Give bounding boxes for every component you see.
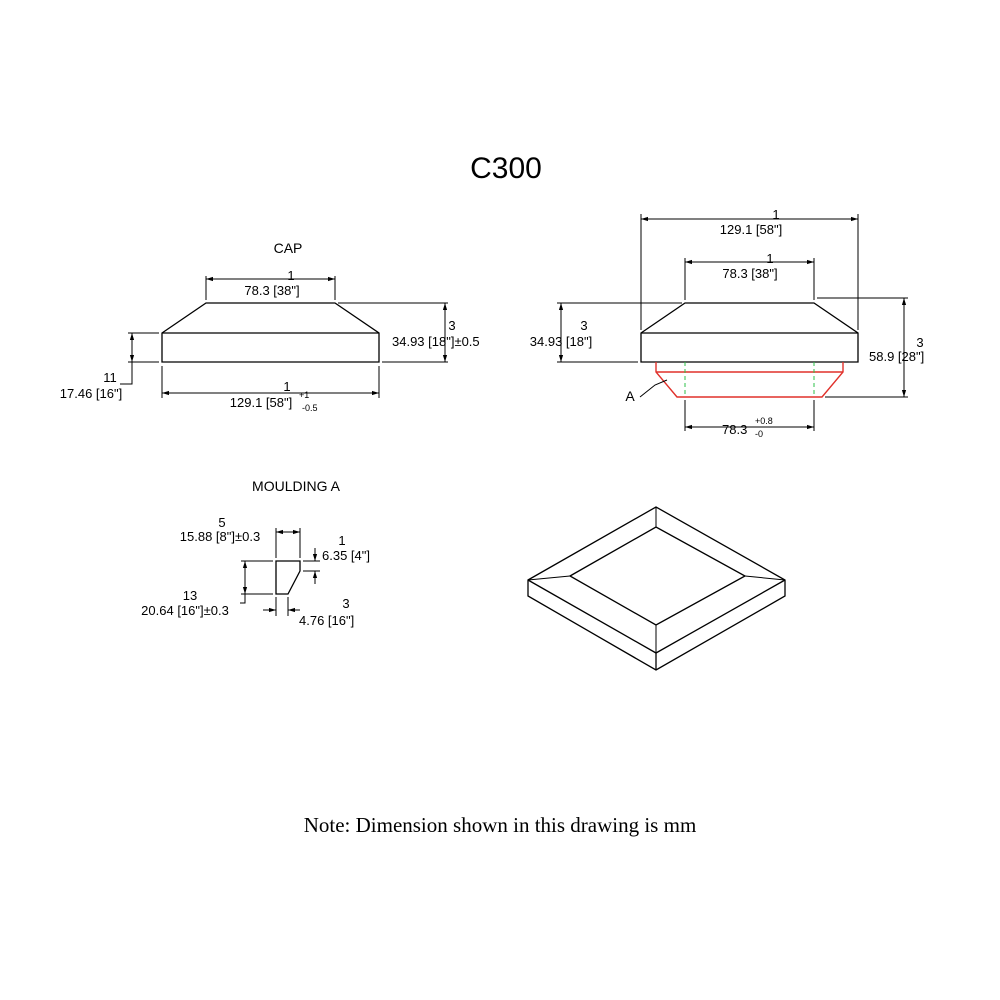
moulding-profile xyxy=(275,560,301,595)
moulding-width-value: 15.88 [8"]±0.3 xyxy=(180,529,260,544)
assembly-inner-width-value: 78.3 xyxy=(722,422,747,437)
assembly-top-width-value: 78.3 [38"] xyxy=(722,266,777,281)
cap-base-width-tol-plus: +1 xyxy=(299,390,309,400)
cap-label: CAP xyxy=(274,240,303,256)
assembly-view: 1 129.1 [58"] 1 78.3 [38"] 3 34.93 [18"]… xyxy=(530,207,924,439)
assembly-total-height-frac: 3 xyxy=(916,335,923,350)
units-note: Note: Dimension shown in this drawing is… xyxy=(304,813,697,837)
moulding-height-leader xyxy=(240,594,246,604)
moulding-callout-letter: A xyxy=(625,388,635,404)
moulding-label: MOULDING A xyxy=(252,478,341,494)
cap-height-frac: 3 xyxy=(448,318,455,333)
assembly-cap-height-frac: 3 xyxy=(580,318,587,333)
drawing-title: C300 xyxy=(470,152,542,185)
cap-base-width-tol-minus: -0.5 xyxy=(302,403,318,413)
assembly-inner-width-tol-minus: -0 xyxy=(755,429,763,439)
cap-top-width-frac: 1 xyxy=(287,268,294,283)
cap-top-width-value: 78.3 [38"] xyxy=(244,283,299,298)
assembly-total-height-value: 58.9 [28"] xyxy=(869,349,924,364)
iso-bevel-left xyxy=(527,575,571,581)
iso-top-edge-left xyxy=(527,579,657,654)
cap-base-height-frac: 11 xyxy=(103,370,117,385)
moulding-callout-leader xyxy=(639,379,668,398)
cap-view: CAP 1 78.3 [38"] 3 34.93 [18"]±0.5 11 17… xyxy=(60,240,480,413)
moulding-height-frac: 13 xyxy=(183,588,197,603)
moulding-thickness-value: 4.76 [16"] xyxy=(299,613,354,628)
assembly-cap-height-value: 34.93 [18"] xyxy=(530,334,592,349)
moulding-height-value: 20.64 [16"]±0.3 xyxy=(141,603,229,618)
isometric-view xyxy=(527,506,786,671)
cap-base-width-value: 129.1 [58"] xyxy=(230,395,292,410)
moulding-view: MOULDING A 5 15.88 [8"]±0.3 1 6.35 [4"] … xyxy=(141,478,370,628)
cap-base-leader xyxy=(120,362,133,385)
assembly-outer-width-frac: 1 xyxy=(772,207,779,222)
moulding-chamfer-frac: 1 xyxy=(338,533,345,548)
iso-top-edge-right xyxy=(655,579,786,654)
cap-height-value: 34.93 [18"]±0.5 xyxy=(392,334,480,349)
cap-base-width-frac: 1 xyxy=(283,379,290,394)
assembly-top-width-frac: 1 xyxy=(766,251,773,266)
assembly-inner-width-tol-plus: +0.8 xyxy=(755,416,773,426)
cap-base-height-value: 17.46 [16"] xyxy=(60,386,122,401)
moulding-width-frac: 5 xyxy=(218,515,225,530)
assembly-moulding-outline xyxy=(655,362,844,398)
moulding-chamfer-value: 6.35 [4"] xyxy=(322,548,370,563)
assembly-outer-width-value: 129.1 [58"] xyxy=(720,222,782,237)
iso-bevel-right xyxy=(744,575,786,581)
moulding-thickness-frac: 3 xyxy=(342,596,349,611)
